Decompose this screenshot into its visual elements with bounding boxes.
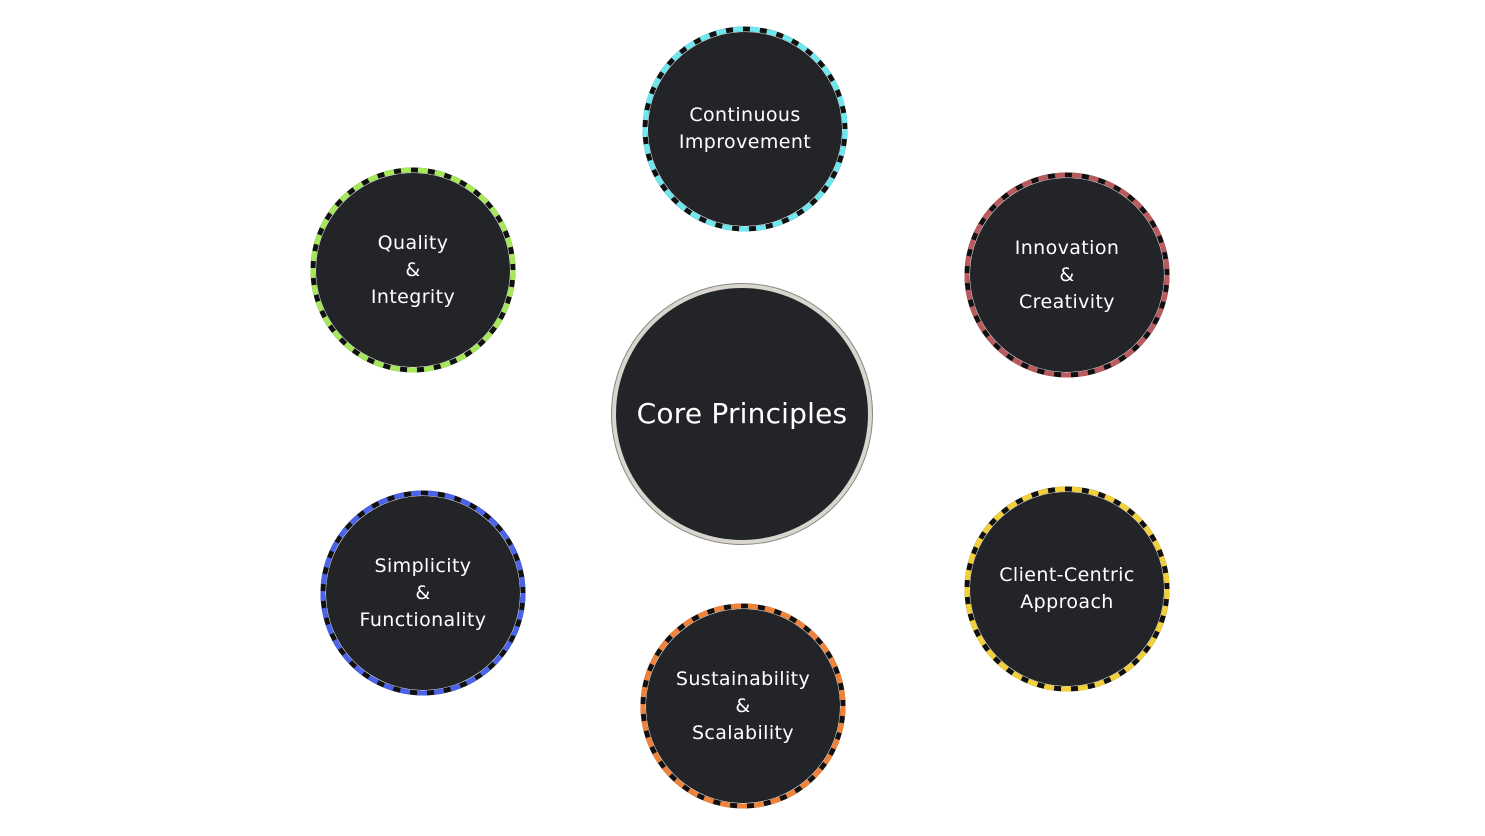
principle-label-line: & — [735, 694, 751, 717]
principle-continuous-improvement: Continuous Improvement — [642, 26, 848, 232]
principle-label-line: & — [405, 258, 421, 281]
principle-sustainability-scalability: Sustainability & Scalability — [640, 603, 846, 809]
dashed-ring — [320, 490, 526, 696]
dashed-ring — [964, 172, 1170, 378]
principle-label-line: Simplicity — [374, 554, 472, 577]
principle-label-line: Functionality — [359, 608, 487, 631]
dashed-ring — [310, 167, 516, 373]
dashed-ring — [964, 486, 1170, 692]
principle-label-line: Improvement — [678, 131, 812, 153]
center-label: Core Principles — [636, 397, 848, 430]
principle-label-line: Continuous — [689, 104, 801, 126]
principle-label-line: Integrity — [370, 285, 456, 308]
principle-quality-integrity: Quality & Integrity — [310, 167, 516, 373]
dashed-ring — [640, 603, 846, 809]
principle-label-line: Client-Centric — [999, 564, 1135, 586]
principle-innovation-creativity: Innovation & Creativity — [964, 172, 1170, 378]
principle-label-line: Approach — [1020, 591, 1114, 613]
principle-label-line: & — [1059, 263, 1075, 286]
principle-label-line: Innovation — [1014, 236, 1120, 259]
principle-label-line: Creativity — [1019, 290, 1115, 313]
principle-label-line: & — [415, 581, 431, 604]
principle-label-line: Sustainability — [675, 667, 811, 690]
principle-client-centric: Client-Centric Approach — [964, 486, 1170, 692]
center-node: Core Principles — [612, 284, 872, 544]
dashed-ring — [642, 26, 848, 232]
principle-label-line: Quality — [377, 231, 449, 254]
principle-label-line: Scalability — [691, 721, 795, 744]
principle-simplicity-functionality: Simplicity & Functionality — [320, 490, 526, 696]
